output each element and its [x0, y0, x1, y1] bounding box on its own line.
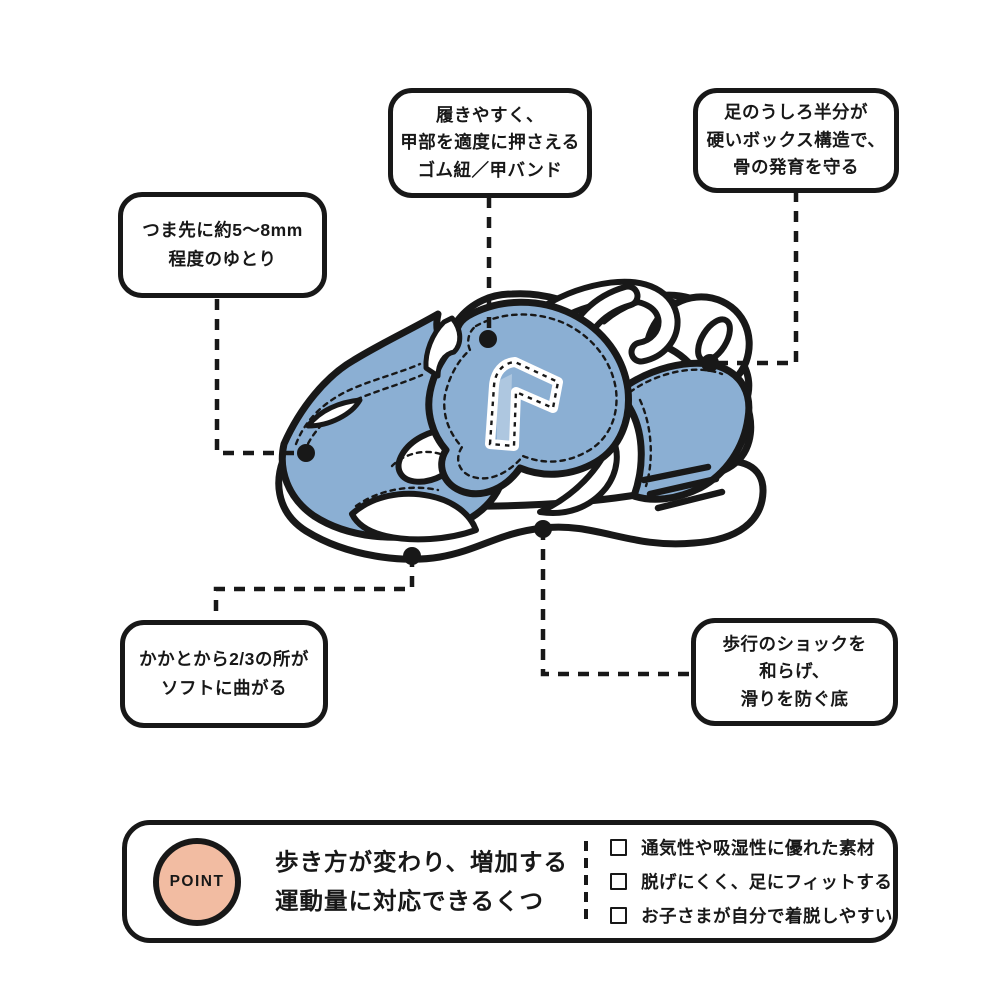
brand-chevron-icon: [485, 357, 563, 451]
point-headline: 歩き方が変わり、増加する 運動量に対応できるくつ: [275, 843, 568, 921]
point-headline-line: 歩き方が変わり、増加する: [275, 848, 569, 875]
toe-stitch-4: [354, 486, 440, 508]
checklist-item: 通気性や吸湿性に優れた素材: [610, 835, 893, 860]
marker-dot-strap: [479, 330, 497, 348]
velcro-strap: [423, 298, 632, 498]
point-badge: POINT: [153, 837, 241, 926]
connector-bend: [213, 556, 415, 619]
callout-heel: 足のうしろ半分が 硬いボックス構造で、 骨の発育を守る: [693, 88, 899, 193]
callout-toe: つま先に約5〜8mm 程度のゆとり: [118, 192, 327, 298]
callout-strap: 履きやすく、 甲部を適度に押さえる ゴム紐／甲バンド: [388, 88, 592, 198]
checkbox-icon: [610, 839, 628, 856]
midsole-line-1: [640, 463, 712, 484]
strap-stitch: [443, 313, 618, 480]
marker-dot-bend: [403, 547, 421, 565]
panel-cutout-2: [349, 490, 479, 543]
checkbox-icon: [610, 907, 628, 924]
callout-strap-line: 甲部を適度に押さえる: [400, 132, 580, 153]
checklist-item: お子さまが自分で着脱しやすい: [610, 903, 893, 928]
toe-stitch-3: [390, 450, 448, 468]
callout-sole-line: 歩行のショックを: [722, 633, 867, 654]
divider: [584, 840, 589, 923]
checklist-item-label: お子さまが自分で着脱しやすい: [641, 906, 893, 926]
callout-bend-line: ソフトに曲がる: [161, 678, 287, 698]
checklist-item-label: 脱げにくく、足にフィットする: [641, 872, 893, 892]
chevron-highlight: [496, 374, 512, 442]
callout-sole: 歩行のショックを 和らげ、 滑りを防ぐ底: [691, 618, 898, 726]
callout-strap-line: 履きやすく、: [436, 104, 544, 125]
heel-stitch-3: [628, 368, 724, 394]
callout-strap-line: ゴム紐／甲バンド: [417, 159, 563, 180]
shoe-illustration: [275, 278, 767, 563]
marker-dot-sole: [534, 520, 552, 538]
connector-sole: [540, 529, 689, 677]
checklist-item-label: 通気性や吸湿性に優れた素材: [641, 838, 876, 858]
callout-toe-line: 程度のゆとり: [168, 249, 277, 269]
point-headline-line: 運動量に対応できるくつ: [275, 887, 545, 914]
callout-heel-line: 足のうしろ半分が: [724, 102, 868, 123]
callout-heel-line: 骨の発育を守る: [733, 157, 859, 178]
callout-sole-line: 滑りを防ぐ底: [740, 688, 849, 709]
connectors: [213, 191, 799, 677]
callout-heel-line: 硬いボックス構造で、: [706, 129, 886, 150]
checklist-item: 脱げにくく、足にフィットする: [610, 869, 893, 894]
checkbox-icon: [610, 873, 628, 890]
point-summary-box: POINT 歩き方が変わり、増加する 運動量に対応できるくつ 通気性や吸湿性に優…: [122, 820, 898, 943]
marker-dot-heel: [701, 354, 719, 372]
midsole-line-3: [654, 488, 726, 512]
toe-cap-sliver: [305, 397, 363, 429]
point-badge-label: POINT: [169, 872, 225, 890]
callout-toe-line: つま先に約5〜8mm: [142, 219, 303, 240]
marker-dot-toe: [297, 444, 315, 462]
midsole-line-2: [646, 475, 720, 498]
callout-sole-line: 和らげ、: [759, 661, 830, 682]
heel-stitch-1: [628, 402, 642, 490]
connector-heel: [716, 191, 799, 366]
quarter-crescent: [537, 435, 620, 516]
connector-toe: [214, 299, 300, 456]
feature-checklist: 通気性や吸湿性に優れた素材 脱げにくく、足にフィットする お子さまが自分で着脱し…: [610, 835, 893, 928]
callout-bend-line: かかとから2/3の所が: [139, 648, 309, 669]
callout-bend: かかとから2/3の所が ソフトに曲がる: [120, 620, 328, 728]
strap-notch: [423, 315, 463, 379]
